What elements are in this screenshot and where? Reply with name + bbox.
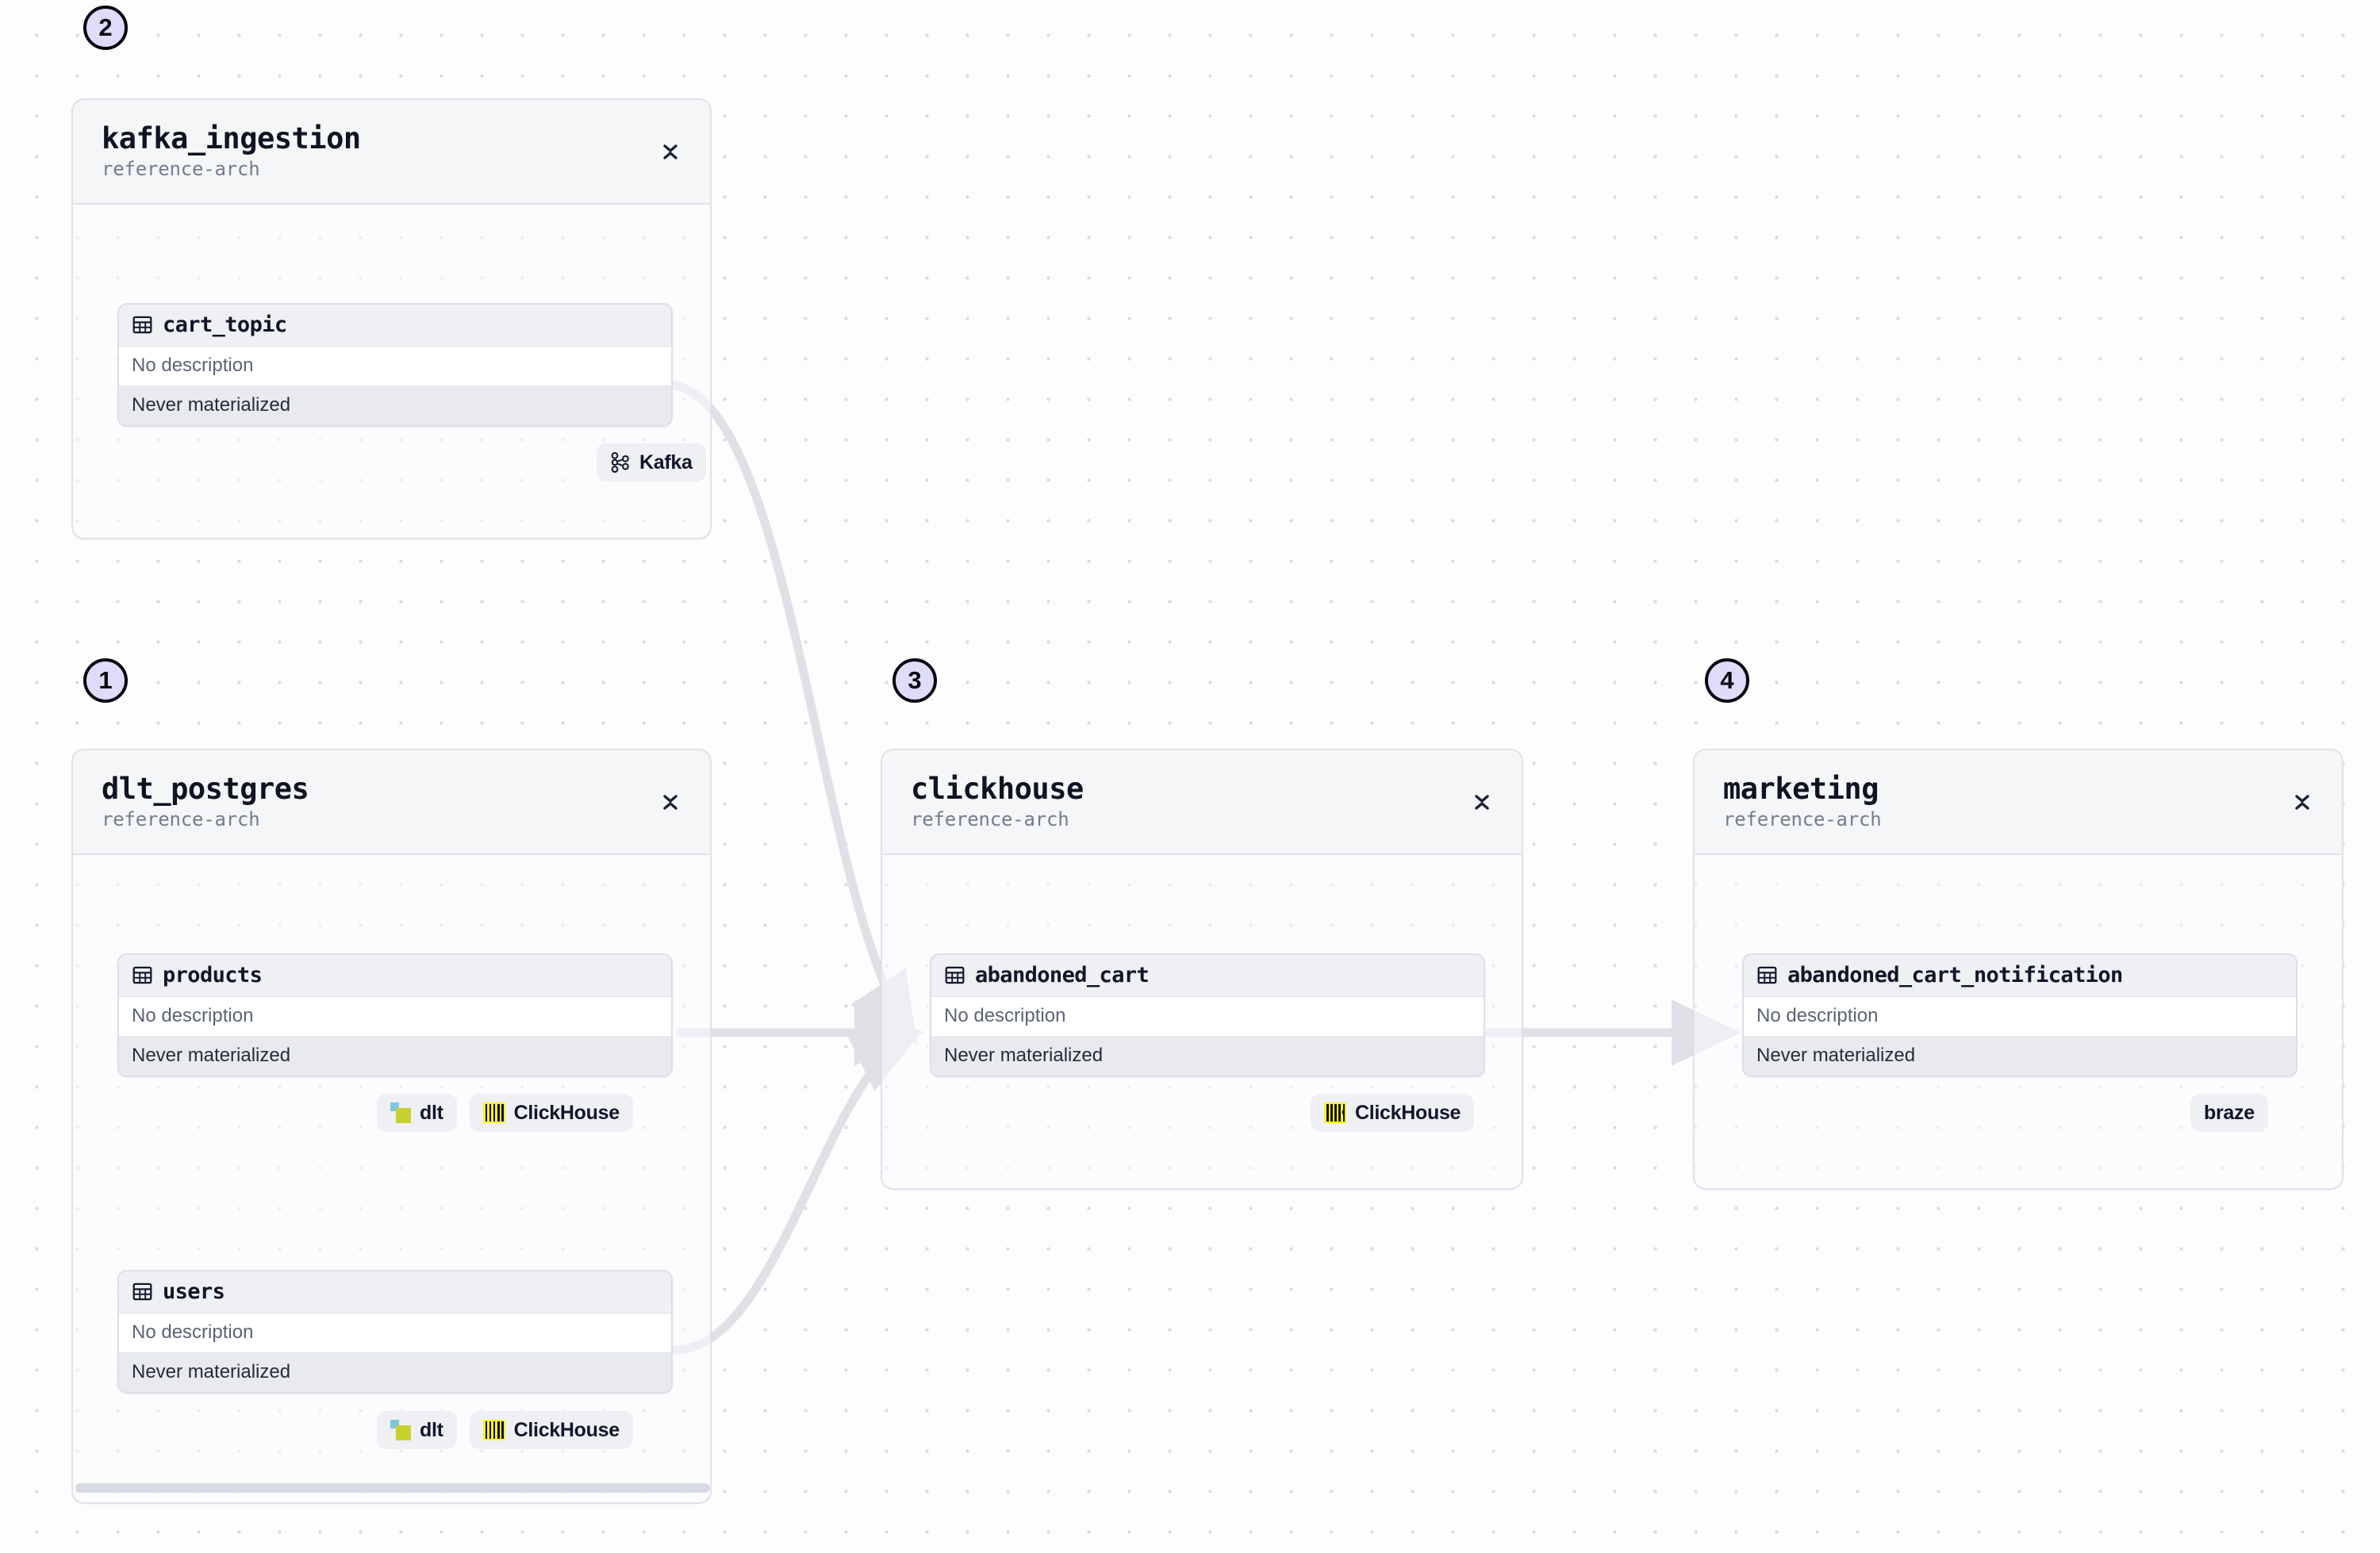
chevrons-collapse-icon[interactable] (653, 134, 688, 169)
badge-row-cart_topic: Kafka (597, 443, 706, 481)
group-header-clickhouse[interactable]: clickhouse reference-arch (882, 750, 1522, 855)
group-subtitle: reference-arch (911, 807, 1069, 830)
badge-clickhouse[interactable]: ClickHouse (469, 1094, 633, 1132)
table-card-header: products (119, 955, 671, 997)
group-node-kafka_ingestion[interactable]: kafka_ingestion reference-arch (71, 98, 712, 539)
group-node-dlt_postgres[interactable]: dlt_postgres reference-arch (71, 749, 712, 1504)
table-description: No description (119, 347, 671, 386)
table-card-header: users (119, 1271, 671, 1313)
table-card-abandoned_cart[interactable]: abandoned_cart No description Never mate… (930, 953, 1485, 1077)
badge-label: dlt (420, 1418, 443, 1441)
table-icon (132, 1281, 153, 1302)
table-card-cart_topic[interactable]: cart_topic No description Never material… (117, 303, 673, 427)
badge-dlt[interactable]: dlt (377, 1411, 457, 1449)
badge-clickhouse[interactable]: ClickHouse (1311, 1094, 1475, 1132)
step-badge-2[interactable]: 2 (83, 6, 128, 50)
chevrons-collapse-icon[interactable] (2285, 784, 2320, 819)
group-title: kafka_ingestion (102, 121, 361, 156)
group-title: dlt_postgres (102, 772, 309, 807)
table-name: abandoned_cart_notification (1787, 963, 2123, 987)
badge-label: braze (2204, 1101, 2255, 1124)
chevrons-collapse-icon[interactable] (1464, 784, 1499, 819)
table-description: No description (119, 1313, 671, 1353)
table-materialization: Never materialized (119, 1037, 671, 1076)
horizontal-scrollbar[interactable] (75, 1483, 710, 1493)
chevrons-collapse-icon[interactable] (653, 784, 688, 819)
step-badge-1[interactable]: 1 (83, 658, 128, 703)
badge-row-users: dlt ClickHouse (377, 1411, 633, 1449)
group-titles: dlt_postgres reference-arch (102, 773, 309, 830)
badge-row-products: dlt ClickHouse (377, 1094, 633, 1132)
badge-label: dlt (420, 1101, 443, 1124)
table-icon (132, 314, 153, 336)
group-subtitle: reference-arch (102, 807, 260, 830)
group-titles: kafka_ingestion reference-arch (102, 122, 361, 180)
badge-dlt[interactable]: dlt (377, 1094, 457, 1132)
badge-kafka[interactable]: Kafka (597, 443, 706, 481)
group-subtitle: reference-arch (1723, 807, 1882, 830)
table-card-header: abandoned_cart (931, 955, 1484, 997)
table-description: No description (1744, 997, 2296, 1037)
table-card-products[interactable]: products No description Never materializ… (117, 953, 673, 1077)
group-node-clickhouse[interactable]: clickhouse reference-arch (881, 749, 1523, 1190)
step-badge-4[interactable]: 4 (1705, 658, 1749, 703)
table-card-abandoned_cart_notification[interactable]: abandoned_cart_notification No descripti… (1742, 953, 2297, 1077)
group-titles: marketing reference-arch (1723, 773, 1882, 830)
kafka-icon (610, 451, 631, 474)
group-header-dlt_postgres[interactable]: dlt_postgres reference-arch (73, 750, 710, 855)
table-name: abandoned_cart (975, 963, 1150, 987)
table-card-header: abandoned_cart_notification (1744, 955, 2296, 997)
table-name: users (163, 1279, 225, 1304)
group-header-marketing[interactable]: marketing reference-arch (1695, 750, 2342, 855)
table-name: products (163, 963, 263, 987)
group-node-marketing[interactable]: marketing reference-arch (1693, 749, 2344, 1190)
table-card-users[interactable]: users No description Never materialized (117, 1270, 673, 1394)
group-titles: clickhouse reference-arch (911, 773, 1084, 830)
table-materialization: Never materialized (1744, 1037, 2296, 1076)
table-materialization: Never materialized (119, 1353, 671, 1392)
badge-label: ClickHouse (513, 1418, 620, 1441)
group-title: clickhouse (911, 772, 1084, 807)
table-description: No description (931, 997, 1484, 1037)
table-icon (1756, 964, 1778, 986)
table-materialization: Never materialized (119, 386, 671, 425)
table-icon (944, 964, 965, 986)
badge-row-abandoned_cart_notification: braze (2190, 1094, 2268, 1132)
canvas-bottom-divider (0, 1520, 2380, 1521)
table-icon (132, 964, 153, 986)
group-title: marketing (1723, 772, 1879, 807)
table-card-header: cart_topic (119, 305, 671, 347)
table-name: cart_topic (163, 313, 287, 337)
step-badge-3[interactable]: 3 (892, 658, 937, 703)
clickhouse-icon (482, 1420, 505, 1440)
table-description: No description (119, 997, 671, 1037)
clickhouse-icon (1324, 1102, 1346, 1123)
group-header-kafka_ingestion[interactable]: kafka_ingestion reference-arch (73, 100, 710, 205)
badge-clickhouse[interactable]: ClickHouse (469, 1411, 633, 1449)
badge-row-abandoned_cart: ClickHouse (1311, 1094, 1475, 1132)
badge-label: ClickHouse (513, 1101, 620, 1124)
badge-braze[interactable]: braze (2190, 1094, 2268, 1132)
badge-label: Kafka (639, 451, 693, 474)
group-subtitle: reference-arch (102, 157, 260, 180)
clickhouse-icon (482, 1102, 505, 1123)
dlt-icon (390, 1420, 411, 1440)
dlt-icon (390, 1102, 411, 1123)
badge-label: ClickHouse (1355, 1101, 1461, 1124)
table-materialization: Never materialized (931, 1037, 1484, 1076)
